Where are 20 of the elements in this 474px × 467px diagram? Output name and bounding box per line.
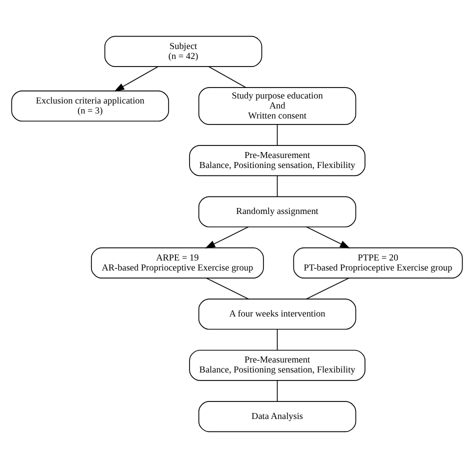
connector xyxy=(276,124,278,146)
connector xyxy=(276,380,278,402)
node-box: Pre-Measurement Balance, Positioning sensation, Flexibility xyxy=(189,349,366,380)
arrow xyxy=(114,66,158,91)
arrow xyxy=(205,226,249,248)
connector xyxy=(276,174,278,196)
node-box: Data Analysis xyxy=(198,400,356,432)
node-box: A four weeks intervention xyxy=(198,298,356,330)
node-box: Study purpose education And Written consent xyxy=(198,86,356,124)
node-box: PTPE = 20 PT-based Proprioceptive Exercise group xyxy=(293,246,463,278)
node-box: Pre-Measurement Balance, Positioning sensation, Flexibility xyxy=(189,144,366,176)
connector xyxy=(206,277,249,299)
node-box: Subject (n = 42) xyxy=(104,35,262,66)
node-box: Randomly assignment xyxy=(198,196,356,227)
arrow xyxy=(306,226,350,248)
connector xyxy=(306,277,350,299)
connector xyxy=(276,328,278,350)
node-box: Exclusion criteria application (n = 3) xyxy=(11,90,170,122)
connector xyxy=(208,66,246,88)
node-box: ARPE = 19 AR-based Proprioceptive Exercise group xyxy=(90,246,264,278)
